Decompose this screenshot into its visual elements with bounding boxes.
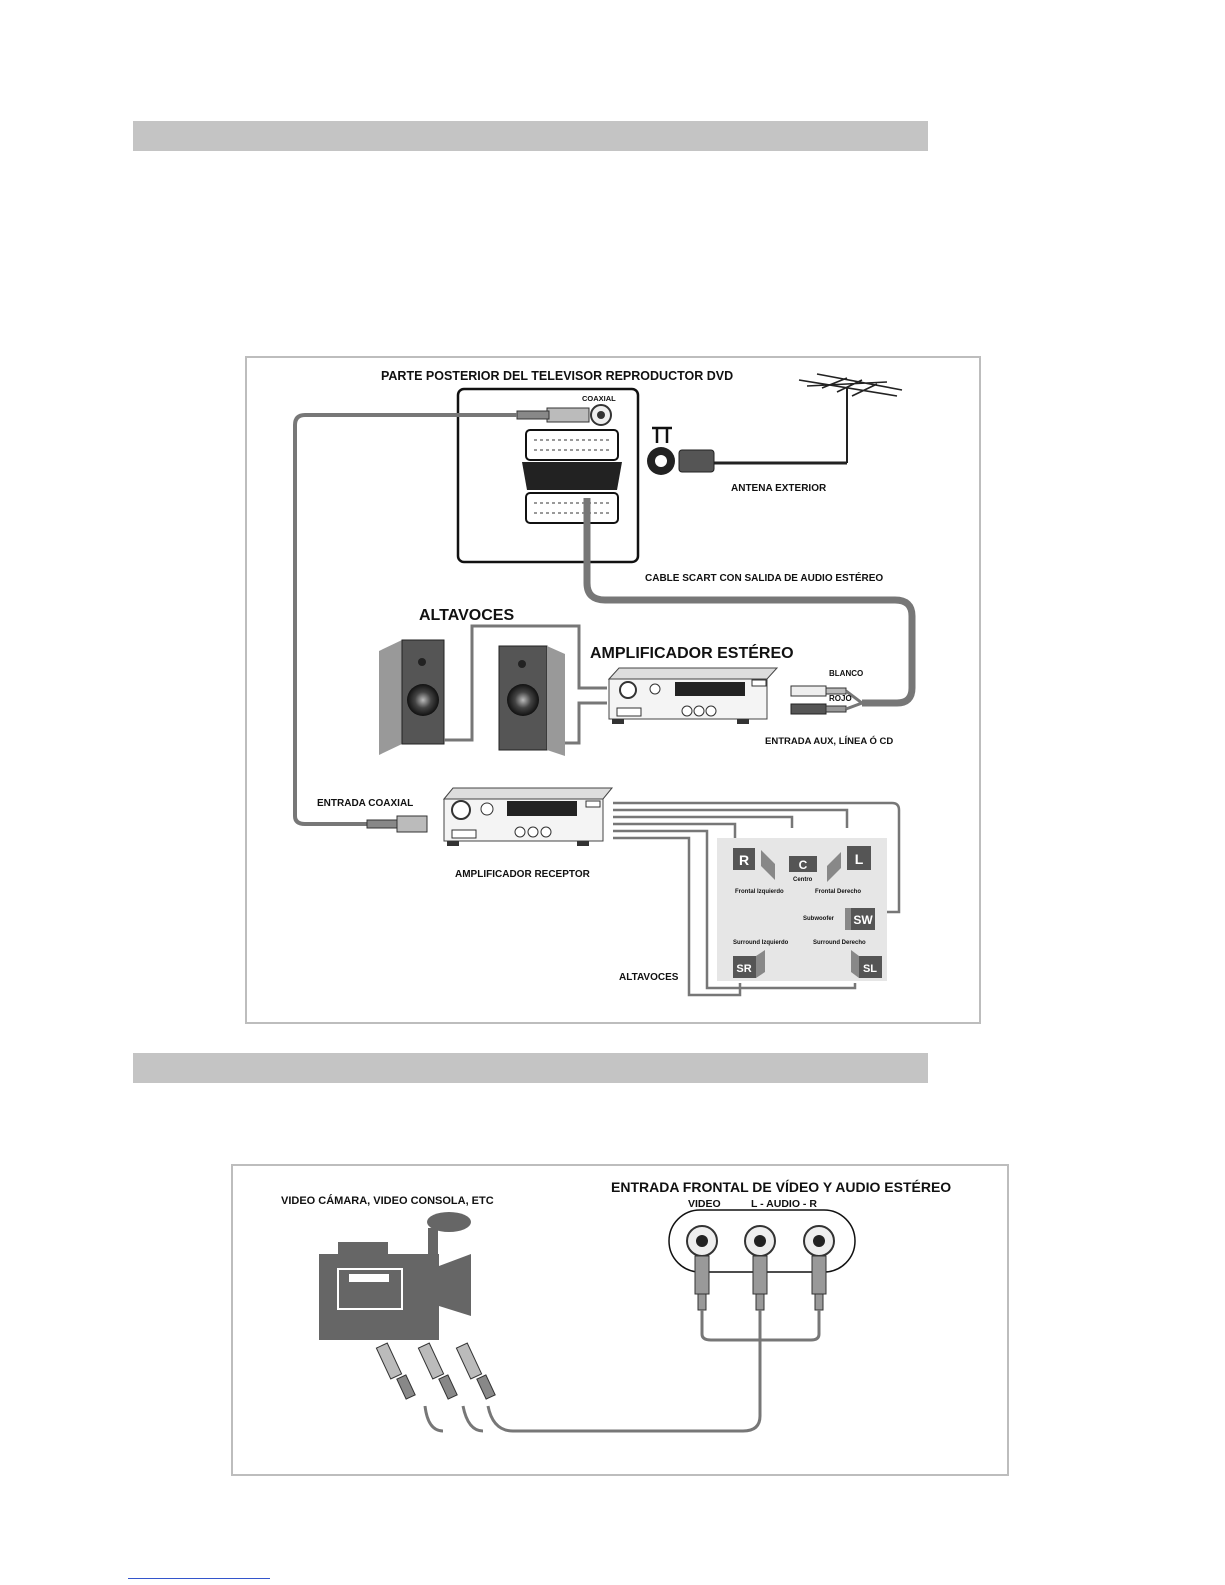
footer-link-line [128, 1578, 270, 1579]
stereo-amp-label: AMPLIFICADOR ESTÉREO [590, 643, 794, 662]
coax-input-label: ENTRADA COAXIAL [317, 798, 413, 809]
speaker-right-icon [498, 645, 565, 756]
rca-red-plug-icon [790, 703, 847, 715]
section-header-bar [133, 121, 928, 151]
red-label: ROJO [829, 694, 852, 703]
camera-plugs-icon [375, 1342, 496, 1400]
front-right-label: Frontal Derecho [815, 889, 861, 895]
av-cable [423, 1310, 821, 1433]
svg-text:R: R [739, 852, 749, 868]
coaxial-label: COAXIAL [582, 394, 616, 403]
tv-back-label: PARTE POSTERIOR DEL TELEVISOR REPRODUCTO… [381, 369, 733, 383]
section-header-bar [133, 1053, 928, 1083]
scart-cable-label: CABLE SCART CON SALIDA DE AUDIO ESTÉREO [645, 571, 883, 584]
subwoofer-label: Subwoofer [803, 916, 835, 922]
front-left-label: Frontal Izquierdo [735, 889, 784, 895]
speaker-l-icon: L [827, 846, 871, 882]
svg-text:L: L [855, 851, 864, 867]
svg-text:SL: SL [863, 963, 877, 975]
front-input-label: ENTRADA FRONTAL DE VÍDEO Y AUDIO ESTÉREO [611, 1179, 951, 1195]
white-label: BLANCO [829, 669, 863, 678]
antenna-label: ANTENA EXTERIOR [731, 483, 827, 494]
surround-right-label: Surround Derecho [813, 940, 866, 946]
audio-label: L - AUDIO - R [751, 1198, 817, 1210]
audio-left-jack-icon [744, 1225, 776, 1257]
svg-text:SR: SR [736, 963, 751, 975]
scart-cable [583, 498, 916, 707]
speaker-c-icon: C [789, 856, 817, 872]
surround-left-label: Surround Izquierdo [733, 940, 789, 946]
coaxial-cable [293, 413, 517, 826]
speaker-wires [613, 801, 901, 997]
scart-connector-icon [522, 429, 622, 524]
speakers-bottom-label: ALTAVOCES [619, 972, 679, 983]
coaxial-plug-icon [366, 815, 428, 833]
av-plugs-icon [694, 1255, 827, 1311]
antenna-plug-icon [647, 426, 715, 475]
aux-input-label: ENTRADA AUX, LÍNEA Ó CD [765, 735, 893, 747]
front-av-connection-diagram: VIDEO CÁMARA, VIDEO CONSOLA, ETC ENTRADA… [231, 1164, 1009, 1476]
receiver-amplifier-icon [442, 787, 614, 846]
home-theater-connection-diagram: PARTE POSTERIOR DEL TELEVISOR REPRODUCTO… [245, 356, 981, 1024]
receiver-label: AMPLIFICADOR RECEPTOR [455, 869, 591, 880]
video-label: VIDEO [688, 1198, 721, 1210]
speaker-sr-icon: SR [733, 950, 765, 978]
speaker-sl-icon: SL [851, 950, 882, 978]
svg-text:SW: SW [853, 913, 873, 927]
svg-text:C: C [799, 858, 808, 872]
speaker-left-icon [379, 639, 445, 755]
audio-right-jack-icon [803, 1225, 835, 1257]
center-label: Centro [793, 877, 813, 883]
speaker-r-icon: R [733, 848, 775, 880]
speakers-label: ALTAVOCES [419, 607, 514, 624]
camcorder-icon [319, 1212, 471, 1340]
video-jack-icon [686, 1225, 718, 1257]
camera-label: VIDEO CÁMARA, VIDEO CONSOLA, ETC [281, 1194, 494, 1207]
antenna-icon [712, 373, 903, 465]
stereo-amplifier-icon [607, 667, 779, 724]
speaker-sw-icon: SW [845, 908, 875, 930]
